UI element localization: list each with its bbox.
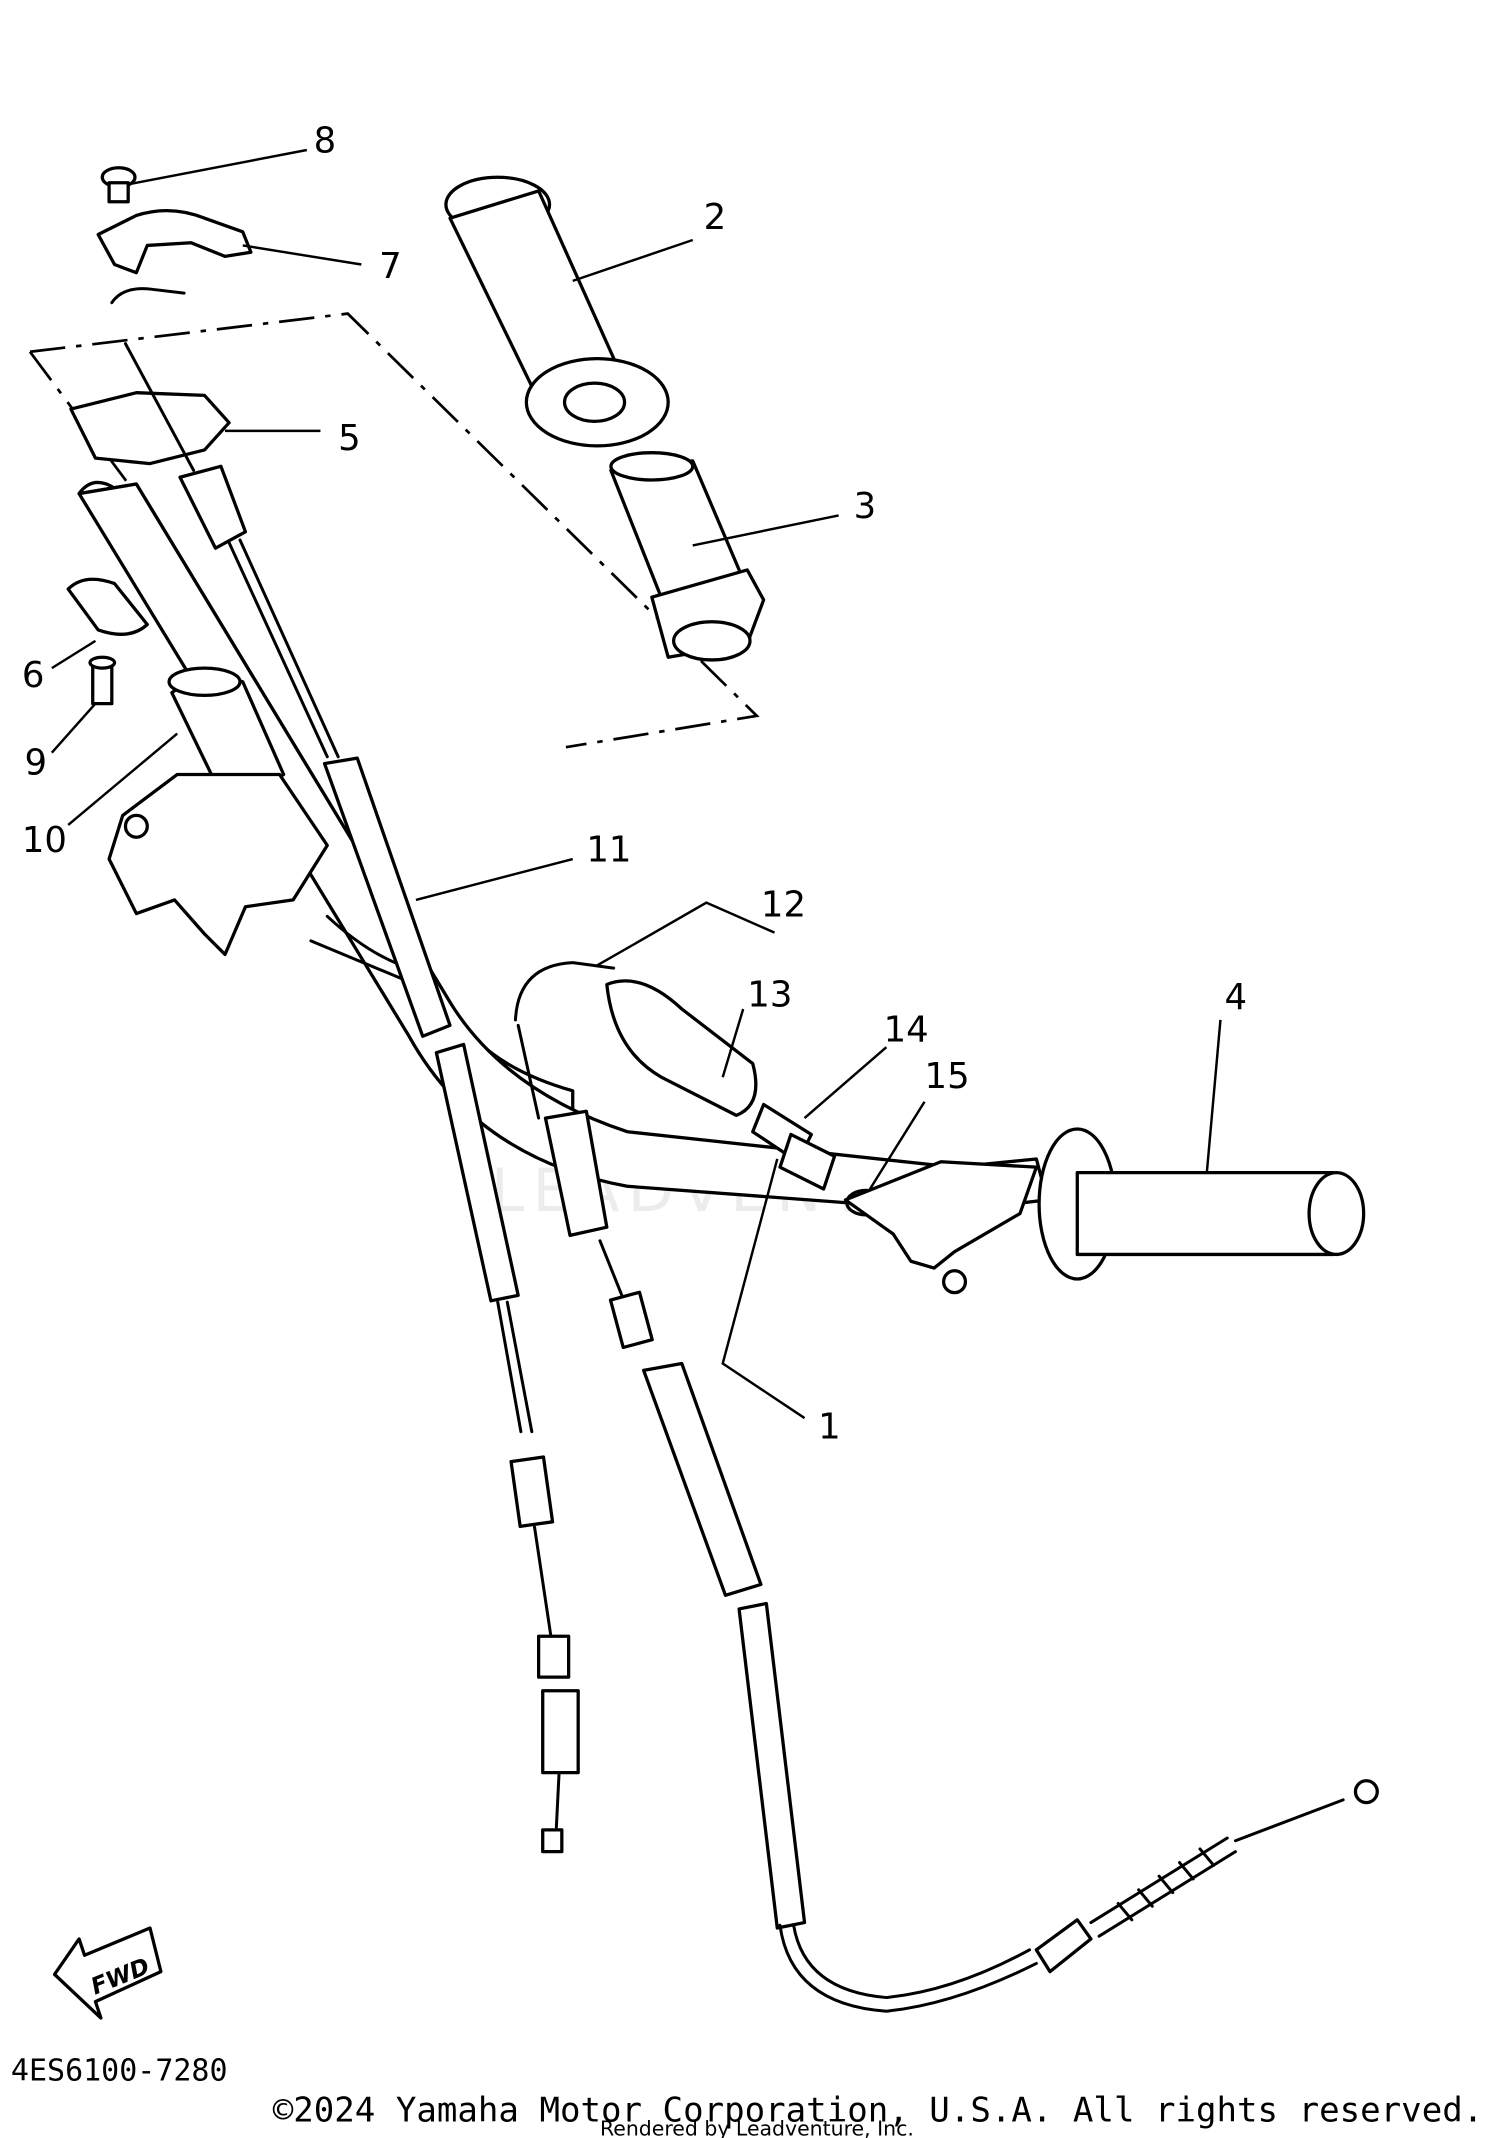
callout-1: 1 <box>818 1407 841 1448</box>
bolt-9 <box>88 655 117 706</box>
callout-13: 13 <box>747 974 792 1015</box>
callout-15: 15 <box>925 1056 970 1097</box>
right-lever-perch <box>843 1160 1038 1295</box>
copyright-text: ©2024 Yamaha Motor Corporation, U.S.A. A… <box>273 2091 1484 2131</box>
fwd-arrow: FWD <box>52 1926 163 2020</box>
callout-9: 9 <box>25 742 48 783</box>
callouts: 1 2 3 4 5 6 7 8 9 10 11 12 13 14 15 <box>22 121 1247 1448</box>
callout-3: 3 <box>854 486 877 527</box>
callout-10: 10 <box>22 820 67 861</box>
throttle-housing <box>69 166 253 466</box>
renderer-credit: Rendered by Leadventure, Inc. <box>600 2116 914 2138</box>
grip-4 <box>1037 1127 1366 1281</box>
assembly-boundary <box>29 312 760 749</box>
callout-6: 6 <box>22 655 45 696</box>
grip-2 <box>444 175 670 448</box>
callout-4: 4 <box>1225 977 1248 1018</box>
callout-5: 5 <box>338 418 361 459</box>
callout-8: 8 <box>314 121 337 162</box>
callout-14: 14 <box>884 1010 929 1051</box>
throttle-cable <box>110 287 580 1854</box>
lever-holder <box>66 577 329 957</box>
throttle-grip-3 <box>609 451 766 662</box>
callout-2: 2 <box>704 197 727 238</box>
callout-11: 11 <box>586 830 631 871</box>
callout-7: 7 <box>379 246 402 287</box>
clutch-cable <box>513 961 1379 2013</box>
diagram-code: 4ES6100-7280 <box>11 2054 228 2089</box>
leader-lines <box>50 148 1222 1420</box>
callout-12: 12 <box>761 884 806 925</box>
